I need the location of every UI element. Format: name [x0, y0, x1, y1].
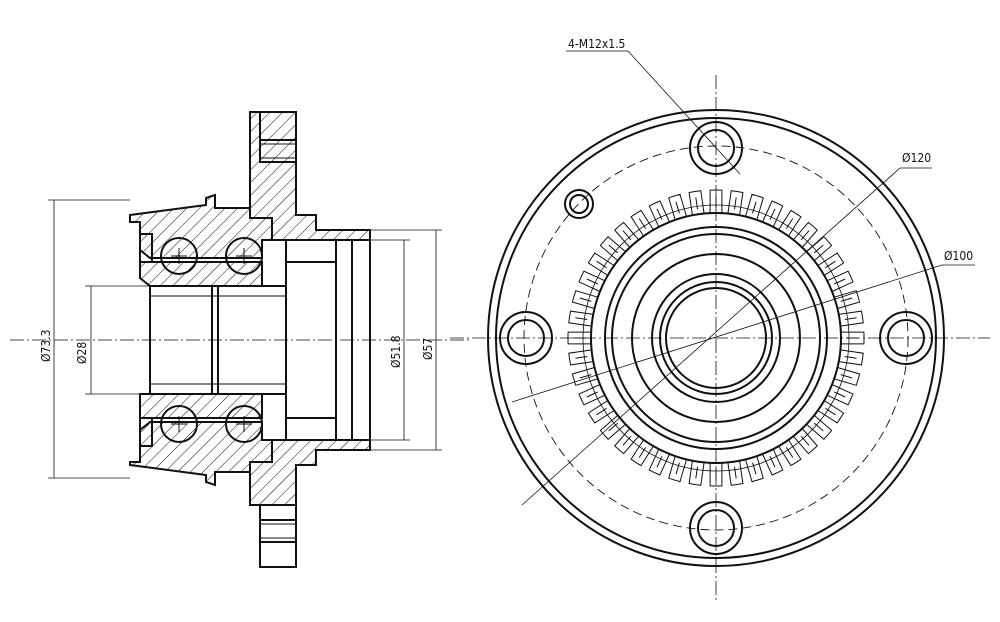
flange-inner-edge: [495, 117, 937, 559]
dim-outer-diameter: [48, 199, 130, 479]
hub-ring-1: [604, 226, 828, 450]
pcd-outer-label: Ø120: [902, 151, 931, 165]
housing-lower: [129, 421, 273, 487]
ball-set: [160, 237, 263, 443]
flange-stub-upper: [259, 111, 297, 163]
leader-thread: [566, 50, 741, 175]
abs-tone-ring: [567, 189, 865, 487]
front-view: 4-M12x1.5 Ø120 Ø100: [450, 37, 990, 602]
stud-bore-lower: [259, 519, 297, 543]
dim-outer-diameter-label: Ø73.3: [39, 329, 53, 362]
locating-hole: [564, 189, 594, 219]
pcd-inner-label: Ø100: [944, 249, 973, 263]
pitch-circle-outer: [523, 145, 909, 531]
leader-pcd-outer: [521, 167, 932, 506]
seal-lower: [139, 417, 153, 447]
hub-bore: [665, 287, 767, 389]
hub-ring-5: [659, 281, 773, 395]
dim-bore: [85, 285, 150, 395]
seal-upper: [139, 233, 153, 263]
flange-stub-lower: [259, 504, 297, 568]
dim-spigot-outer: [370, 229, 442, 451]
hub-ring-3: [631, 253, 801, 423]
stud-holes: [499, 121, 933, 555]
dim-bore-label: Ø28: [75, 342, 89, 364]
spigot: [285, 239, 371, 441]
thread-label: 4-M12x1.5: [568, 37, 625, 51]
tone-ring-root: [590, 212, 842, 464]
hub-ring-4: [651, 273, 781, 403]
hub-ring-2: [611, 233, 821, 443]
dim-spigot-outer-label: Ø57: [421, 338, 435, 360]
tone-ring-mid: [582, 204, 850, 472]
dim-spigot-inner-label: Ø51.8: [389, 335, 403, 368]
dim-spigot-inner: [370, 239, 410, 441]
abs-teeth-outline: [567, 189, 865, 487]
section-view: Ø73.3 Ø28 Ø51.8 Ø57: [10, 111, 470, 568]
flange-outer-edge: [487, 109, 945, 567]
leader-pcd-inner: [511, 264, 975, 403]
